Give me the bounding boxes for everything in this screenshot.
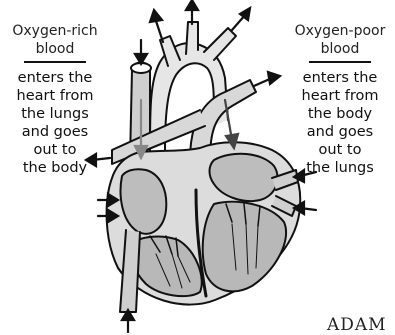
divider xyxy=(309,61,371,63)
description-line: heart from xyxy=(0,87,110,105)
divider xyxy=(24,61,86,63)
arrowhead xyxy=(268,72,280,84)
oxygen-rich-label: Oxygen-rich blood enters the heart from … xyxy=(0,22,110,177)
heading-line: Oxygen-rich xyxy=(0,22,110,40)
arrowhead xyxy=(186,0,198,10)
oxygen-rich-description: enters the heart from the lungs and goes… xyxy=(0,69,110,177)
heading-line: blood xyxy=(0,40,110,58)
subclavian-artery xyxy=(204,28,236,60)
description-line: out to xyxy=(0,141,110,159)
description-line: the lungs xyxy=(0,105,110,123)
description-line: enters the xyxy=(0,69,110,87)
heading-line: Oxygen-poor xyxy=(285,22,395,40)
heading-line: blood xyxy=(285,40,395,58)
description-line: and goes xyxy=(285,123,395,141)
oxygen-poor-label: Oxygen-poor blood enters the heart from … xyxy=(285,22,395,177)
description-line: out to xyxy=(285,141,395,159)
oxygen-rich-heading: Oxygen-rich blood xyxy=(0,22,110,58)
adam-watermark: ADAM xyxy=(327,315,387,335)
description-line: heart from xyxy=(285,87,395,105)
oxygen-poor-description: enters the heart from the body and goes … xyxy=(285,69,395,177)
description-line: the body xyxy=(285,105,395,123)
description-line: and goes xyxy=(0,123,110,141)
carotid-artery xyxy=(186,22,198,54)
description-line: enters the xyxy=(285,69,395,87)
description-line: the body xyxy=(0,159,110,177)
description-line: the lungs xyxy=(285,159,395,177)
oxygen-poor-heading: Oxygen-poor blood xyxy=(285,22,395,58)
arrowhead xyxy=(150,10,162,22)
